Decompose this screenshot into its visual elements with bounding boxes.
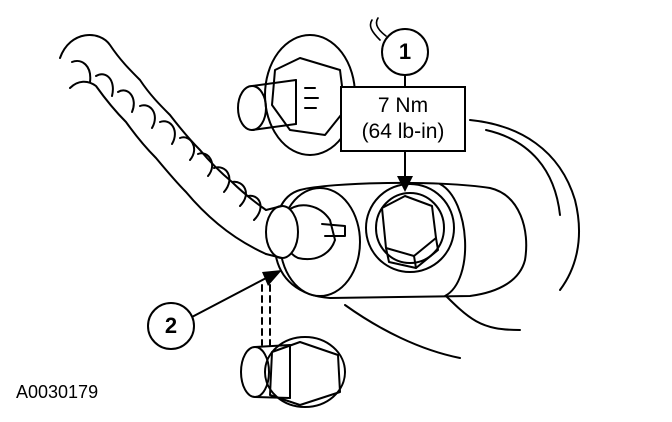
callout-1-circle [381,28,429,76]
torque-metric: 7 Nm [377,94,429,118]
callout-1-leader [369,17,413,192]
callout-2-circle [147,302,195,350]
callout-1-number: 1 [398,39,412,64]
upper-stud [237,34,356,156]
torque-imperial: (64 lb-in) [361,120,445,143]
bolt-head [365,183,455,273]
housing-outline [344,119,581,359]
callout-2-number: 2 [164,313,178,338]
torque-spec-box: 7 Nm (64 lb-in) [340,86,466,152]
callout-2-leader [189,270,282,319]
alignment-dashes [261,284,271,346]
lower-stud [240,336,346,408]
sensor-cable [59,34,346,260]
figure-id: A0030179 [16,382,99,402]
